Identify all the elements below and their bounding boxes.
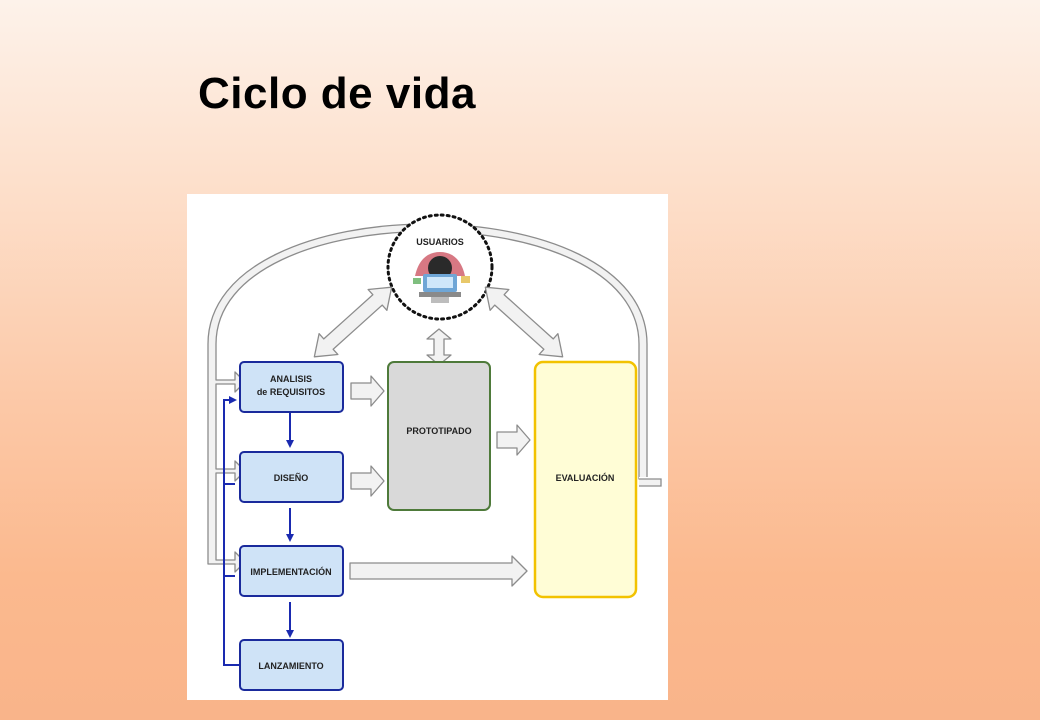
launch-box: LANZAMIENTO: [239, 639, 344, 691]
analysis-to-prototype-arrow: [350, 375, 385, 407]
implementation-box: IMPLEMENTACIÓN: [239, 545, 344, 597]
phase-connectors: [223, 396, 294, 666]
lifecycle-diagram-svg: USUARIOS: [207, 213, 662, 691]
users-label: USUARIOS: [416, 237, 464, 247]
design-label: DISEÑO: [274, 473, 309, 483]
slide-title: Ciclo de vida: [198, 69, 476, 118]
implementation-label: IMPLEMENTACIÓN: [250, 566, 331, 577]
user-at-computer-icon: [413, 252, 470, 303]
implementation-to-evaluation-arrow: [349, 555, 528, 587]
evaluation-label: EVALUACIÓN: [556, 472, 615, 483]
prototyping-label: PROTOTIPADO: [406, 426, 471, 436]
analysis-label-line2: de REQUISITOS: [257, 387, 325, 397]
users-analysis-double-arrow: [313, 286, 393, 358]
prototyping-box: PROTOTIPADO: [387, 361, 491, 511]
design-box: DISEÑO: [239, 451, 344, 503]
analysis-label-line1: ANALISIS: [270, 374, 312, 384]
evaluation-box: EVALUACIÓN: [533, 360, 638, 599]
design-to-prototype-arrow: [350, 465, 385, 497]
users-prototype-double-arrow: [426, 328, 452, 366]
users-evaluation-double-arrow: [484, 286, 564, 358]
users-node: USUARIOS: [386, 213, 494, 321]
prototype-to-evaluation-arrow: [496, 424, 531, 456]
analysis-box: ANALISIS de REQUISITOS: [239, 361, 344, 413]
lifecycle-diagram: USUARIOS: [187, 194, 668, 700]
launch-label: LANZAMIENTO: [258, 661, 323, 671]
